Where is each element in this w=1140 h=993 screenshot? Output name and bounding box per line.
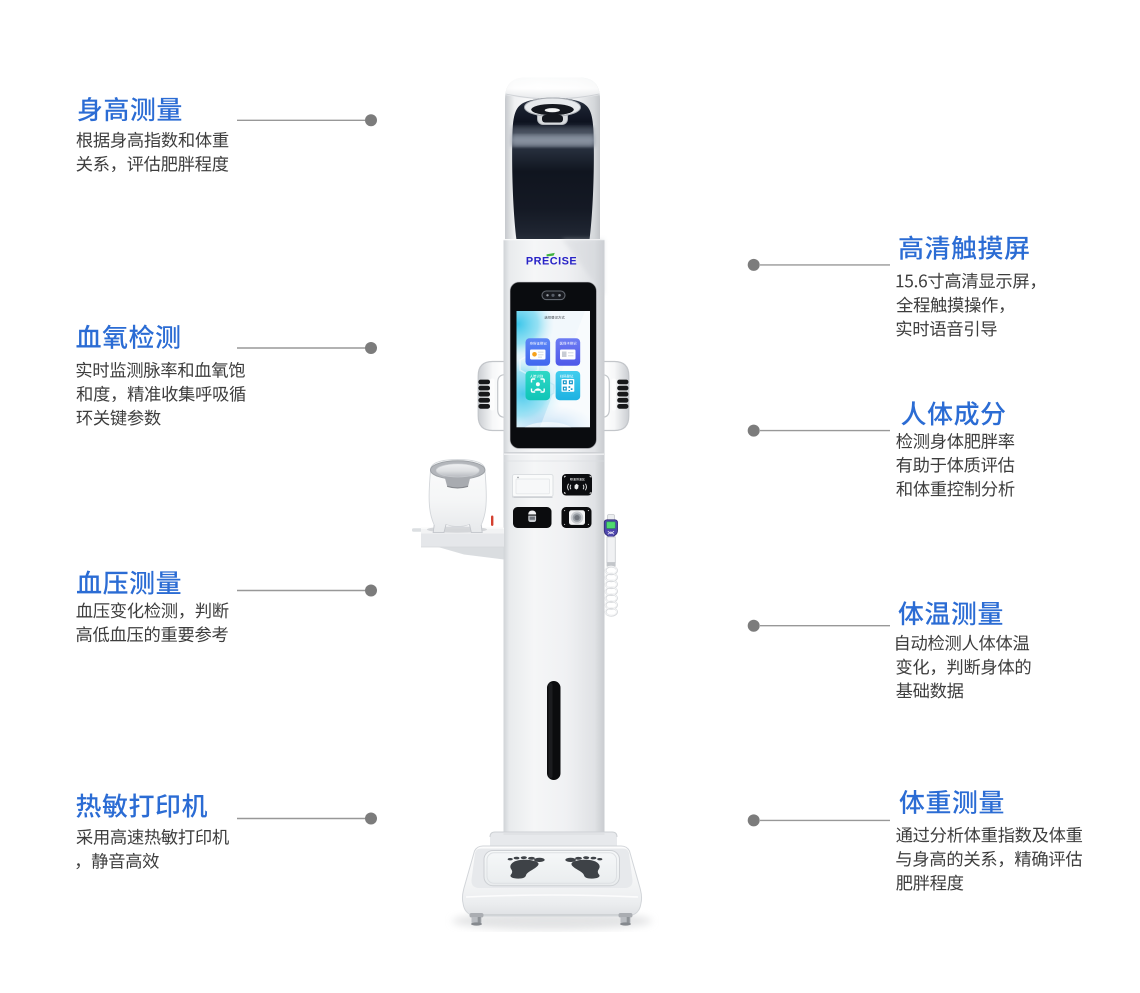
svg-text:PRECISE: PRECISE xyxy=(526,255,577,267)
